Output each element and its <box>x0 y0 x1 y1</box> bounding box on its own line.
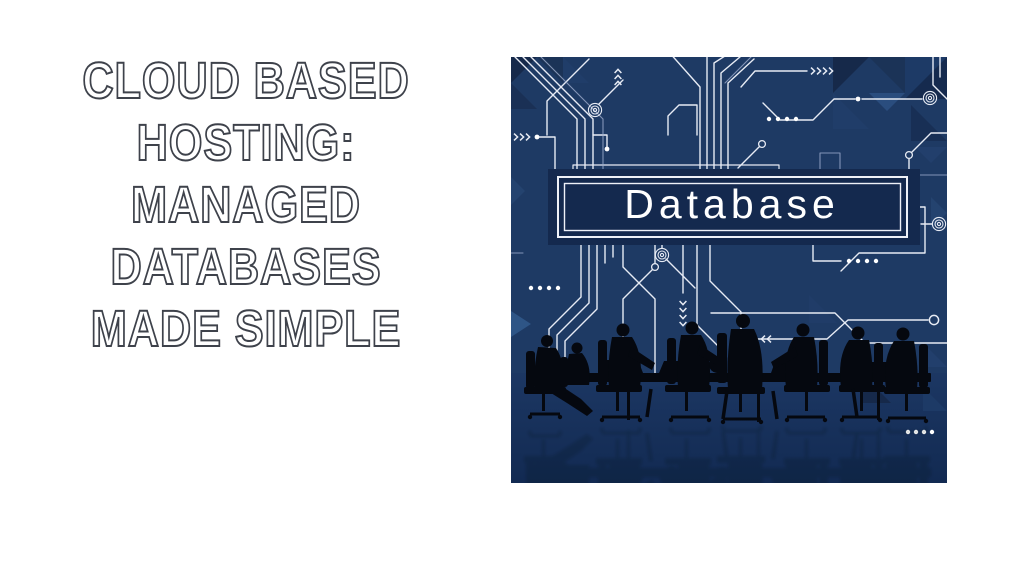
circuit-trace <box>514 57 947 374</box>
node-dot-icon <box>534 96 940 342</box>
title-line-2: HOSTING: <box>136 113 356 172</box>
title-line-4: DATABASES <box>110 237 382 296</box>
database-banner-label: Database <box>624 181 840 227</box>
page-title: CLOUD BASED HOSTING: MANAGED DATABASES M… <box>59 50 433 360</box>
title-line-3: MANAGED <box>130 175 361 234</box>
title-line-1: CLOUD BASED <box>82 51 410 110</box>
circuit-trace-dim <box>511 57 947 254</box>
database-illustration: Database <box>511 57 947 483</box>
conference-silhouettes <box>524 314 931 425</box>
circuit-board-image: Database <box>511 57 947 483</box>
database-banner: Database <box>548 169 920 245</box>
title-line-5: MADE SIMPLE <box>90 299 402 358</box>
